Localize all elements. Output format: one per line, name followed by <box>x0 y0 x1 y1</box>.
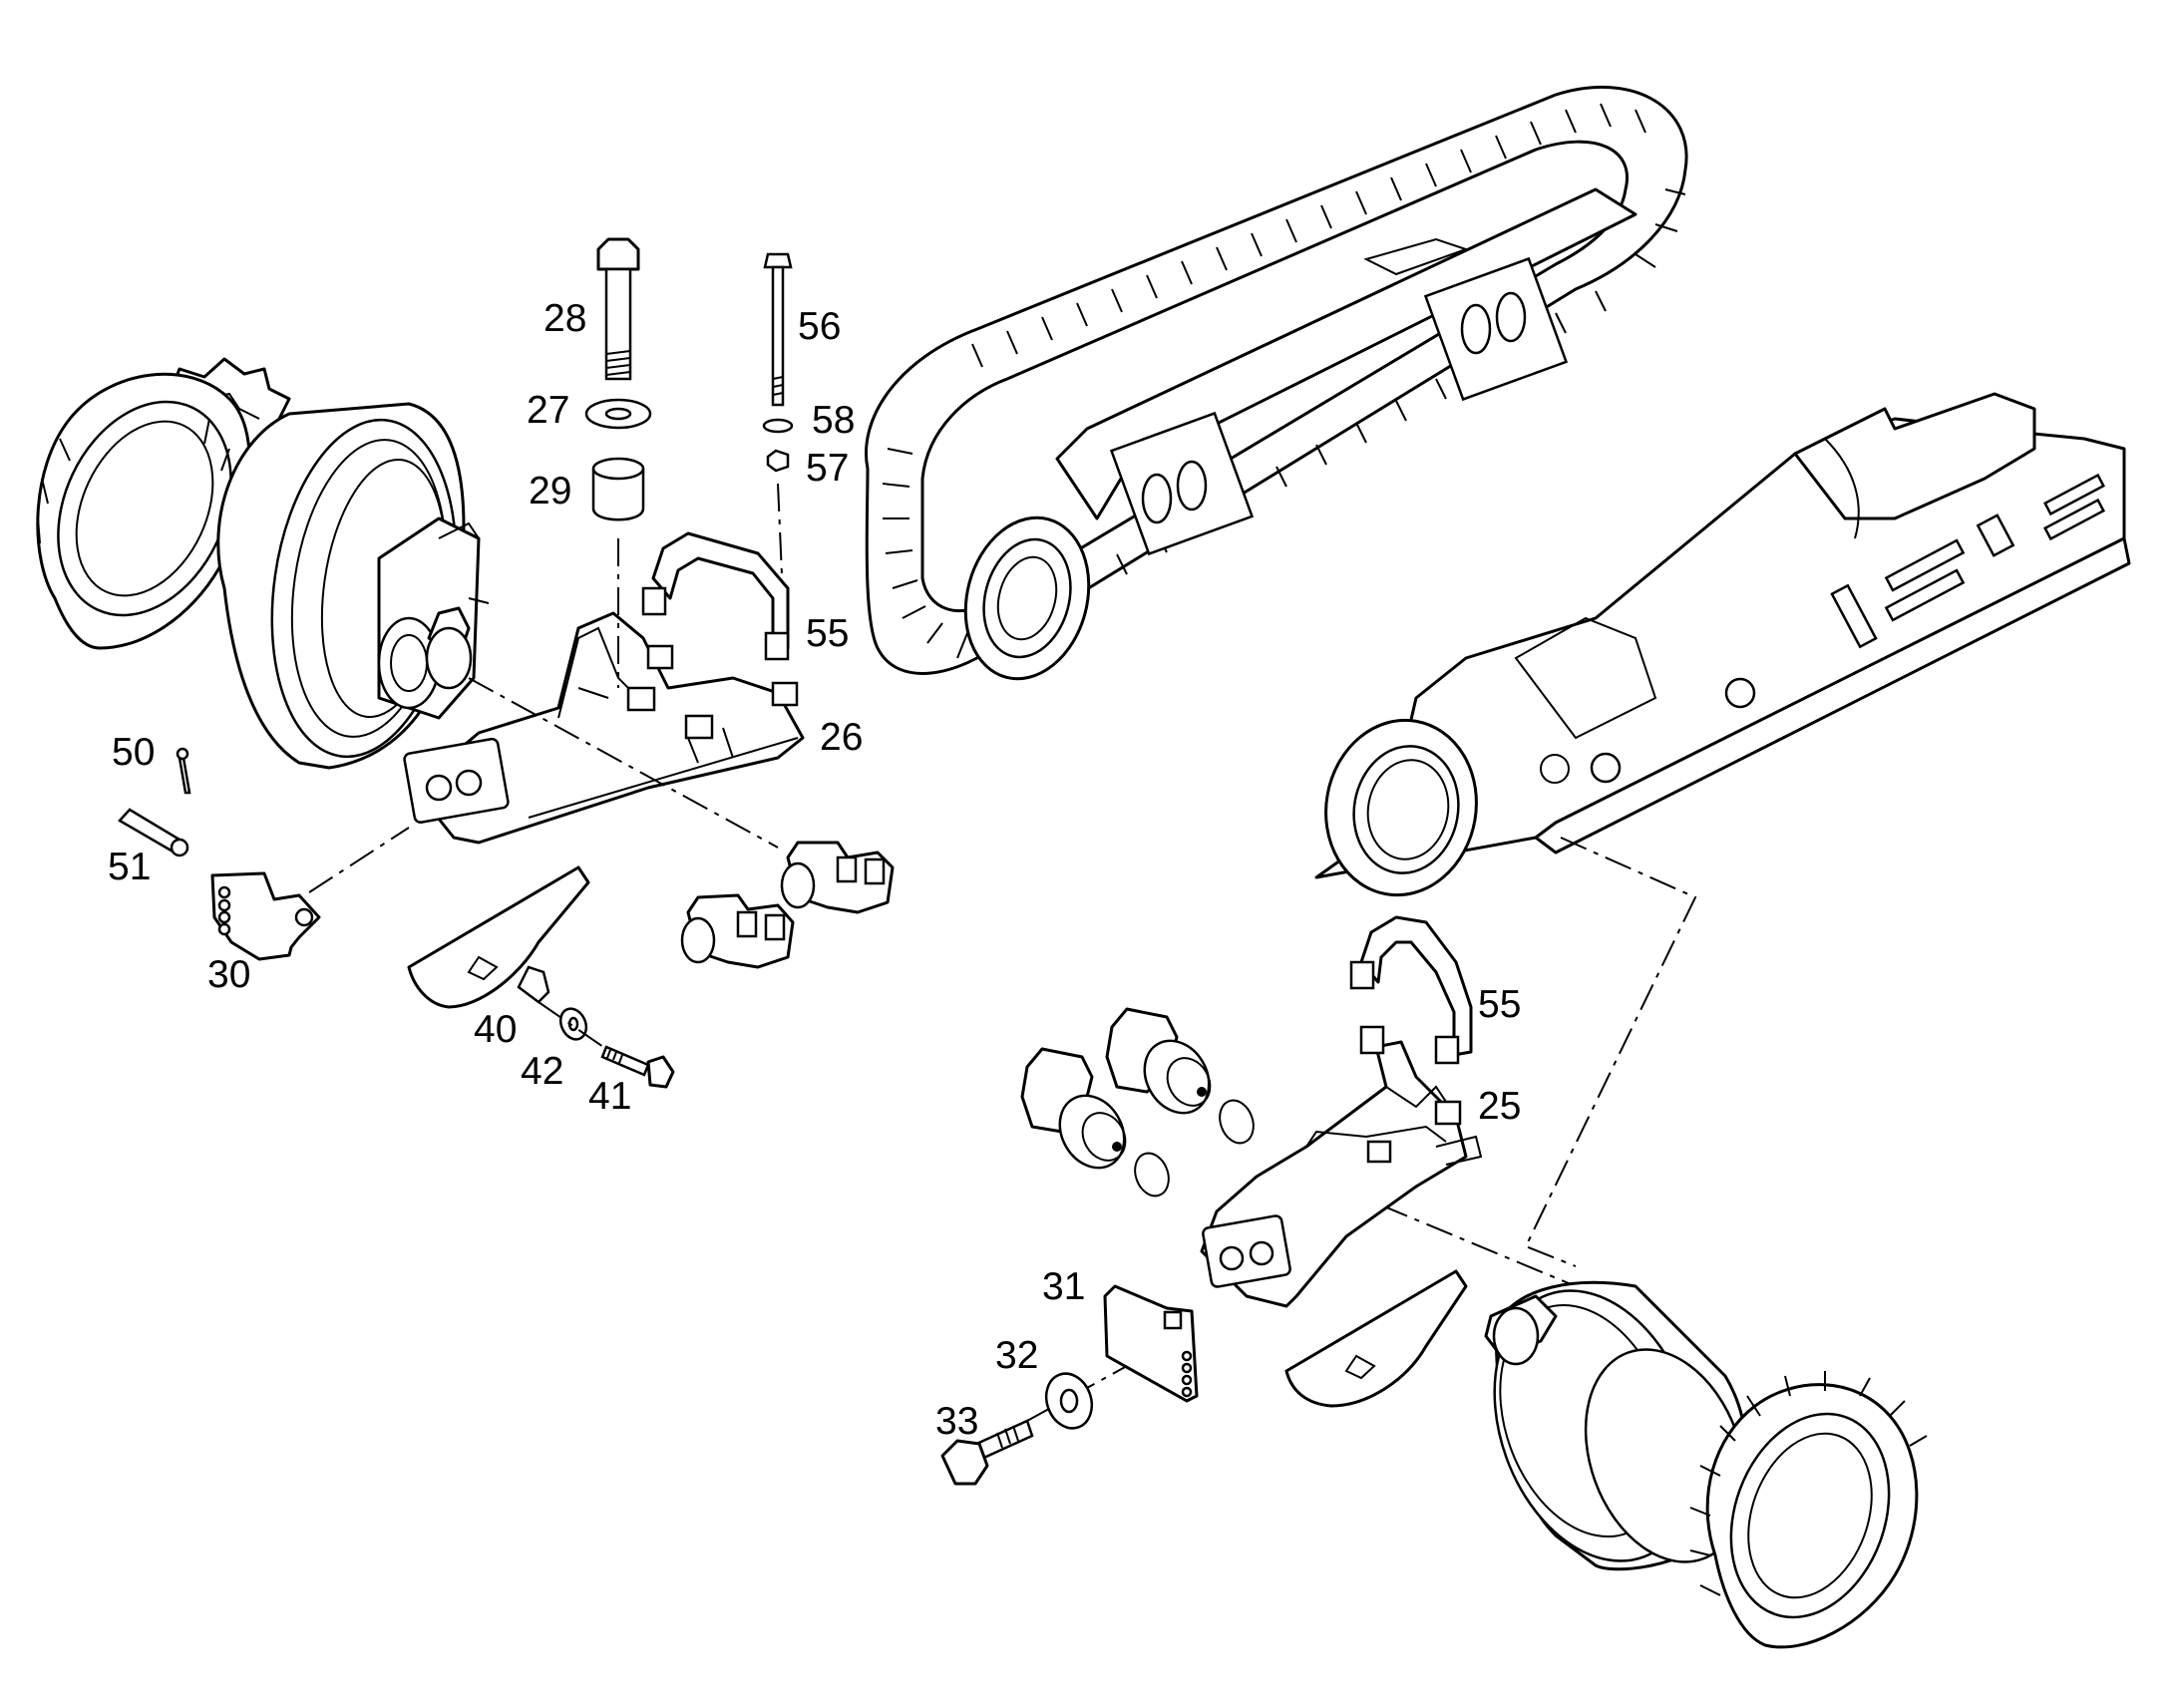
callout-58: 58 <box>812 399 855 442</box>
callout-41: 41 <box>588 1075 631 1118</box>
right-final-drive-motor <box>1484 1280 1748 1571</box>
pin-51 <box>118 808 189 857</box>
plate-31 <box>1103 1284 1199 1403</box>
callout-32: 32 <box>995 1334 1038 1377</box>
u-clamp-55-upper <box>641 531 799 707</box>
axis-30 <box>308 827 410 893</box>
callout-56: 56 <box>798 305 841 348</box>
cover-plate-right <box>1284 1269 1468 1408</box>
left-valve-block-upper <box>780 841 895 914</box>
callout-29: 29 <box>529 470 571 512</box>
spacer-29 <box>591 457 645 521</box>
washer-58 <box>762 418 794 434</box>
callout-31: 31 <box>1042 1265 1085 1308</box>
callout-27: 27 <box>527 389 569 432</box>
callout-labels: 28 56 27 58 57 29 55 26 50 51 30 40 42 4… <box>108 297 1521 1443</box>
u-clamp-55-lower <box>1349 915 1473 1065</box>
callout-30: 30 <box>207 953 250 996</box>
right-valve-upper <box>1105 1007 1212 1115</box>
plate-30 <box>210 871 321 961</box>
nut-57 <box>766 449 790 473</box>
cover-plate-left <box>407 865 590 1009</box>
left-valve-block-lower <box>680 893 795 969</box>
callout-57: 57 <box>806 447 849 490</box>
axis-motor-to-valves <box>468 677 779 849</box>
o-ring-lower <box>1134 1152 1170 1197</box>
washer-42 <box>558 1007 588 1041</box>
bolt-33 <box>940 1419 1034 1486</box>
callout-33: 33 <box>935 1400 978 1443</box>
bolt-56 <box>763 252 793 407</box>
plug-40 <box>517 965 550 1004</box>
bolt-41 <box>600 1045 675 1089</box>
right-valve-lower <box>1020 1047 1127 1170</box>
drive-sprocket-on-track <box>963 515 1091 681</box>
washer-27 <box>584 398 652 430</box>
bolt-28 <box>596 237 640 381</box>
callout-55-lower: 55 <box>1478 983 1521 1026</box>
washer-32 <box>1044 1372 1094 1430</box>
right-drive-sprocket <box>1689 1371 1928 1649</box>
callout-55-upper: 55 <box>806 612 849 655</box>
track-undercarriage <box>865 85 1688 681</box>
left-mount-bracket <box>403 611 805 845</box>
axis-frame-to-right-drive <box>1524 837 1697 1267</box>
callout-25: 25 <box>1478 1085 1521 1128</box>
right-mount-bracket <box>1200 1025 1483 1308</box>
callout-51: 51 <box>108 846 151 888</box>
cotter-pin-50 <box>176 747 191 795</box>
o-ring-upper <box>1219 1099 1255 1145</box>
axis-56 <box>777 483 784 599</box>
callout-42: 42 <box>521 1050 563 1093</box>
axis-right-bracket-to-drive <box>1335 1186 1577 1287</box>
track-frame <box>1314 392 2131 897</box>
callout-28: 28 <box>544 297 586 340</box>
callout-40: 40 <box>474 1008 517 1051</box>
callout-50: 50 <box>112 731 155 774</box>
axis-41 <box>538 1001 604 1048</box>
left-final-drive-motor <box>216 402 490 770</box>
frame-bearing-ring <box>1324 718 1478 897</box>
callout-26: 26 <box>820 716 863 759</box>
